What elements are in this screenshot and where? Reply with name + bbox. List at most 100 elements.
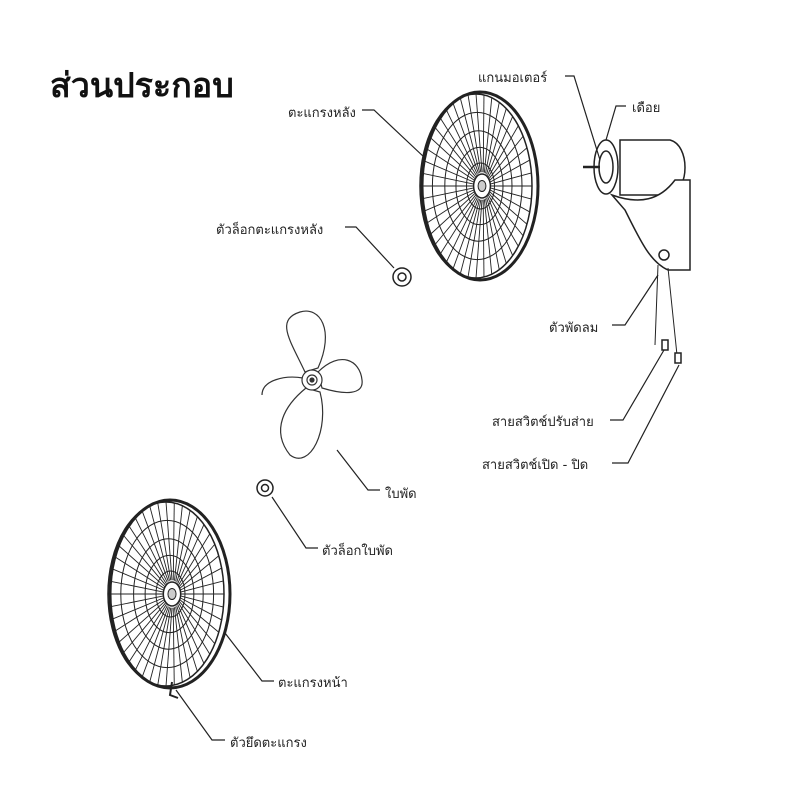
guard-wire [486,108,507,175]
label-rear-guard: ตะแกรงหลัง [288,106,356,121]
guard-wire [422,189,475,213]
guard-wire [112,555,165,589]
guard-wire [482,94,485,173]
guard-wire [108,580,164,593]
guard-wire [165,501,173,581]
guard-wire [420,187,474,200]
guard-wire [180,580,224,593]
guard-wire [422,159,475,183]
label-guard-clip: ตัวยึดตะแกรง [230,736,307,751]
guard-wire [141,510,169,582]
guard-wire [177,524,205,584]
front-guard-drawing [107,498,232,699]
guard-wire [489,147,528,181]
guard-wire [487,194,519,247]
guard-wire [167,587,177,601]
guard-wire [141,606,169,678]
guard-wire [121,533,166,586]
guard-wire [467,199,482,278]
guard-wire [485,102,500,174]
guard-wire [420,172,474,185]
guard-wire [108,595,164,608]
guard-wire [112,599,165,633]
guard-wire [428,193,476,237]
fan-body-drawing [583,139,691,364]
guard-wire [490,187,532,200]
leader-lines [175,75,680,741]
guard-wire [459,97,481,173]
guard-wire [486,197,507,264]
guard-wire [174,607,183,683]
label-fan-body: ตัวพัดลม [549,321,599,336]
guard-wire [424,147,475,181]
guard-wire [488,193,524,237]
guard-wire [178,602,211,655]
guard-wire [121,602,166,655]
guard-wire [433,125,476,178]
rear-guard-lock-drawing [392,267,412,287]
guard-wire [180,595,224,608]
guard-wire [116,543,165,587]
guard-wire [149,607,170,683]
guard-wire [172,607,175,686]
guard-wire [127,604,167,664]
blade-drawing [261,310,363,459]
blade-lock-drawing [256,479,274,497]
guard-wire [483,97,493,173]
guard-wire [177,604,205,664]
page-title: ส่วนประกอบ [50,66,234,106]
guard-wire [165,607,173,687]
label-oscillation-cord: สายสวิตช์ปรับส่าย [492,415,594,430]
guard-wire [180,567,222,591]
guard-wire [178,543,216,587]
guard-wire [445,197,478,264]
label-rear-guard-lock: ตัวล็อกตะแกรงหลัง [216,223,324,238]
guard-wire [116,601,165,645]
guard-wire [179,599,220,633]
guard-wire [149,505,170,581]
guard-wire [433,194,476,247]
guard-wire [467,94,482,173]
guard-wire [490,172,532,185]
guard-wire [438,116,477,176]
guard-wire [175,606,191,678]
guard-wire [175,510,191,582]
guard-wire [438,196,477,256]
guard-wire [475,199,483,279]
guard-wire [475,93,483,173]
guard-wire [134,516,168,583]
guard-wire [180,597,222,621]
guard-wire [482,199,485,278]
guard-wire [489,191,528,225]
guard-clip-drawing [168,681,179,699]
guard-wire [176,605,198,672]
guard-wire [179,555,220,589]
guard-wire [178,601,216,645]
guard-wire [134,605,168,672]
guard-wire [477,179,487,193]
label-power-cord: สายสวิตช์เปิด - ปิด [482,458,589,473]
guard-wire [487,196,514,256]
guard-wire [157,607,172,686]
rear-guard-drawing [419,90,540,282]
guard-wire [452,102,479,174]
guard-wire [452,198,479,270]
guard-wire [483,199,493,275]
guard-wire [428,135,476,179]
guard-wire [176,516,198,583]
label-blade-lock: ตัวล็อกใบพัด [322,544,393,559]
guard-wire [489,189,530,213]
guard-wire [445,108,478,175]
label-front-guard: ตะแกรงหน้า [278,676,348,691]
guard-wire [488,135,524,179]
guard-wire [172,502,175,581]
guard-wire [110,567,164,591]
guard-wire [157,502,172,581]
guard-wire [127,524,167,584]
guard-wire [487,116,514,176]
guard-wire [485,198,500,270]
guard-wire [110,597,164,621]
guard-wire [174,505,183,581]
